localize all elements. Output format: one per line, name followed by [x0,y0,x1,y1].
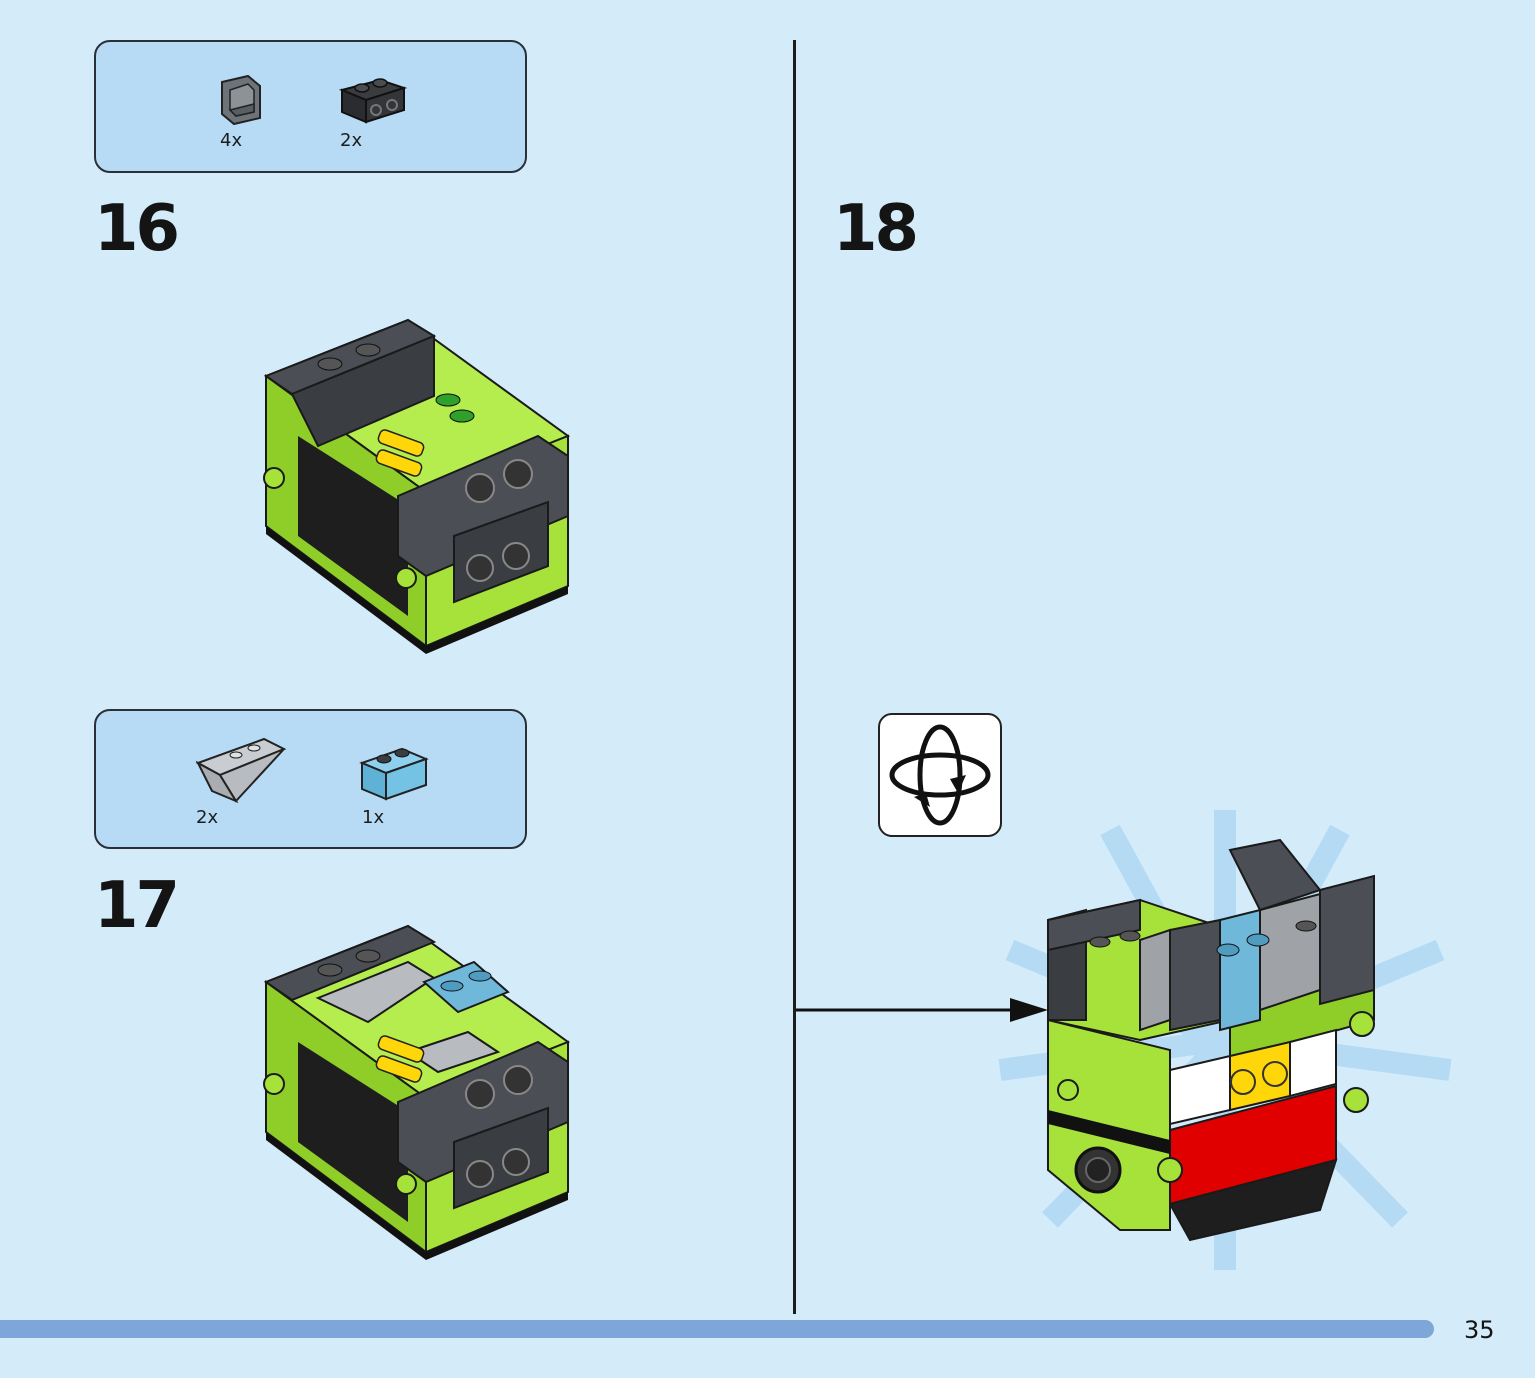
step-17-model-illustration [263,924,571,1260]
part-quantity: 1x [362,807,385,828]
step-16-model-illustration [263,318,571,654]
light-gray-inverted-slope-icon [195,737,287,804]
dark-gray-corner-panel-icon [221,74,261,126]
page-progress-bar [0,1320,1434,1338]
parts-list-step-17: 2x 1x [94,709,527,849]
column-divider [793,40,796,1314]
part-quantity: 2x [340,130,363,151]
medium-azure-brick-1x2-icon [359,747,429,801]
part-quantity: 2x [196,807,219,828]
rotate-model-indicator [878,713,1002,837]
rotate-model-icon [889,724,991,826]
page-number: 35 [1464,1316,1495,1344]
step-number-16: 16 [94,192,180,266]
attach-arrow [796,998,1048,1022]
part-quantity: 4x [220,130,243,151]
parts-list-step-16: 4x 2x [94,40,527,173]
step-18-model-illustration [998,810,1452,1270]
step-number-17: 17 [94,869,180,943]
step-number-18: 18 [833,192,919,266]
black-brick-with-side-studs-icon [338,78,408,124]
